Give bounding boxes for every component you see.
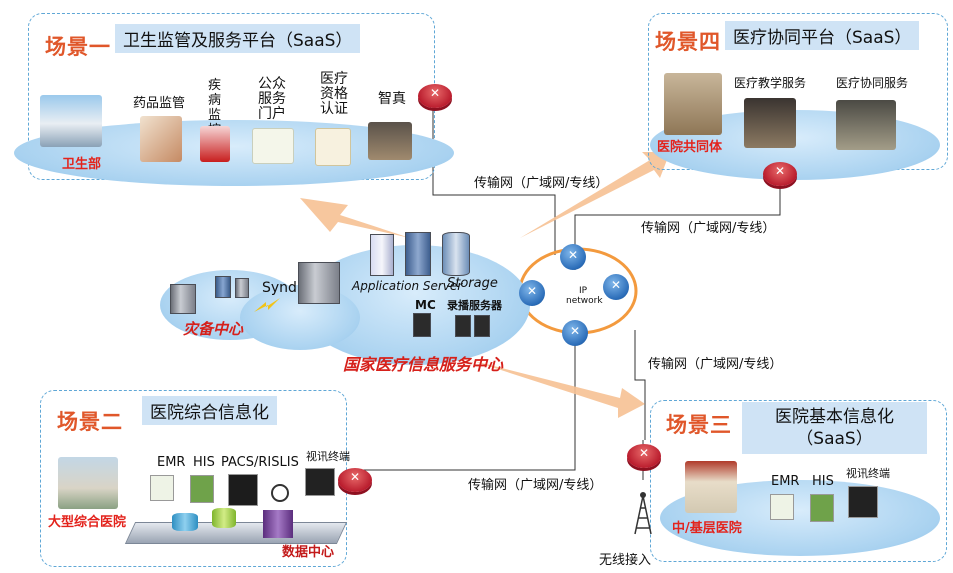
media-device-1 — [455, 315, 471, 337]
ip-router-bottom — [562, 320, 588, 346]
backup-server — [170, 284, 196, 314]
link-label-2: 传输网（广域网/专线） — [641, 221, 776, 236]
storage-label: Storage — [447, 276, 498, 291]
scene3-title-line1: 医院基本信息化 — [775, 407, 894, 427]
scene2-title: 医院综合信息化 — [142, 396, 277, 425]
wireless-label: 无线接入 — [599, 553, 652, 568]
cert-image — [315, 128, 351, 166]
app-server-label: Application Server — [352, 279, 463, 293]
portal-label: 公众服务门户 — [258, 76, 286, 122]
dc-storage-cyan — [172, 513, 198, 531]
dc-server-purple — [263, 510, 293, 538]
teaching-label: 医疗教学服务 — [734, 76, 807, 90]
scene2-tag: 场景二 — [57, 410, 123, 434]
smart-label: 智真 — [378, 91, 406, 107]
media-label: 录播服务器 — [447, 299, 502, 312]
scene3-title-line2: （SaaS） — [796, 429, 873, 449]
link-label-3: 传输网（广域网/专线） — [648, 357, 783, 372]
health-dept-image — [40, 95, 102, 147]
big-hospital-label: 大型综合医院 — [48, 515, 127, 530]
search-icon — [271, 484, 289, 502]
community-label: 医院共同体 — [657, 140, 723, 155]
small-hospital-label: 中/基层医院 — [672, 521, 742, 536]
app-server-2 — [405, 232, 431, 276]
backup-storage-2 — [235, 278, 249, 298]
portal-image — [252, 128, 294, 164]
scene3-panel — [650, 400, 947, 562]
cert-label: 医疗资格认证 — [320, 71, 348, 117]
ip-router-left — [519, 280, 545, 306]
s2-emr-label: EMR — [157, 455, 186, 470]
s2-pacs-label: PACS/RISLIS — [221, 455, 299, 470]
s3-video-label: 视讯终端 — [846, 467, 890, 480]
ip-network-label: IP network — [566, 286, 603, 306]
datacenter-label: 数据中心 — [282, 545, 335, 560]
s2-his-icon — [190, 475, 214, 503]
mc-device — [413, 313, 431, 337]
dc-storage-green — [212, 508, 236, 528]
wireless-tower-icon — [634, 492, 652, 535]
teaching-image — [744, 98, 796, 148]
storage-device — [442, 232, 470, 276]
scene1-title: 卫生监管及服务平台（SaaS） — [115, 24, 361, 53]
s2-his-label: HIS — [193, 455, 215, 470]
lightning-icon — [254, 298, 280, 312]
s3-emr-label: EMR — [771, 474, 800, 489]
scene4-tag: 场景四 — [655, 30, 721, 54]
disease-image — [200, 126, 230, 162]
s2-video-label: 视讯终端 — [306, 450, 350, 463]
scene3-router — [627, 444, 661, 468]
ip-router-right — [603, 274, 629, 300]
scene3-tag: 场景三 — [666, 413, 732, 437]
synd-server — [298, 262, 340, 304]
collab-label: 医疗协同服务 — [836, 76, 909, 90]
link-label-1: 传输网（广域网/专线） — [474, 176, 609, 191]
collab-image — [836, 100, 896, 150]
small-hospital-image — [685, 461, 737, 513]
scene4-router — [763, 162, 797, 186]
scene1-router — [418, 84, 452, 108]
drug-label: 药品监管 — [133, 96, 186, 111]
scene2-router — [338, 468, 372, 492]
community-image — [664, 73, 722, 135]
backup-label: 灾备中心 — [183, 320, 244, 338]
drug-image — [140, 116, 182, 162]
backup-storage — [215, 276, 231, 298]
center-label: 国家医疗信息服务中心 — [343, 355, 504, 374]
s2-video-icon — [305, 468, 335, 496]
s3-video-icon — [848, 486, 878, 518]
s3-his-label: HIS — [812, 474, 834, 489]
scene1-tag: 场景一 — [45, 35, 111, 59]
health-dept-label: 卫生部 — [62, 157, 102, 172]
synd-label: Synd — [262, 280, 297, 296]
datacenter-platform — [124, 522, 348, 544]
s3-emr-icon — [770, 494, 794, 520]
mc-label: MC — [415, 298, 436, 312]
s3-his-icon — [810, 494, 834, 522]
s2-emr-icon — [150, 475, 174, 501]
big-hospital-image — [58, 457, 118, 509]
link-label-4: 传输网（广域网/专线） — [468, 478, 603, 493]
ip-router-top — [560, 244, 586, 270]
media-device-2 — [474, 315, 490, 337]
scene4-title: 医疗协同平台（SaaS） — [725, 21, 920, 50]
scene3-title: 医院基本信息化 （SaaS） — [742, 402, 927, 454]
smart-image — [368, 122, 412, 160]
s2-pacs-icon — [228, 474, 258, 506]
app-server-1 — [370, 234, 394, 276]
